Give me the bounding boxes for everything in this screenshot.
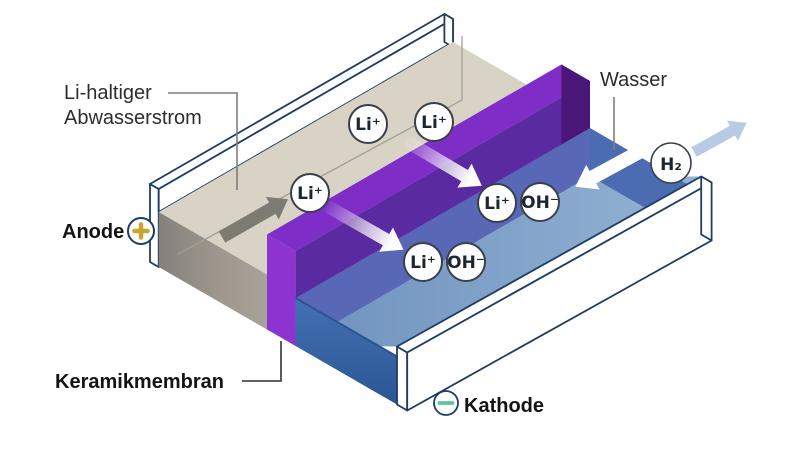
flow-direction-arrow [218, 196, 288, 243]
water-over-membrane-band [295, 128, 590, 346]
h2-outlet-arrow [691, 120, 747, 157]
anode-wall-right-cap [443, 13, 454, 48]
li-ion-label: Li⁺ [410, 253, 436, 273]
label-cathode: Kathode [464, 395, 544, 417]
label-li-stream-line1: Li-haltiger [64, 82, 152, 104]
plus-icon [127, 217, 155, 245]
lioh-pair: Li⁺ OH⁻ [477, 182, 560, 223]
water-surface [295, 176, 701, 347]
li-transport-arrow-1 [402, 135, 482, 188]
water-front-top-edge [295, 297, 398, 358]
membrane-front-cap [267, 234, 296, 346]
li-ion-label: Li⁺ [421, 113, 447, 133]
cathode-wall-left-cap [396, 345, 409, 412]
oh-ion-circle [446, 242, 486, 282]
li-ion-circle [403, 242, 443, 282]
label-membrane: Keramikmembran [55, 371, 224, 393]
oh-ion-label: OH⁻ [521, 193, 559, 213]
h2-gas-circle [650, 142, 692, 184]
li-ion-bubble: Li⁺ [290, 173, 330, 213]
oh-ion-circle [520, 182, 560, 222]
h2-gas-bubble: H₂ [650, 142, 692, 184]
li-ion-label: Li⁺ [355, 115, 381, 135]
water-channel [295, 128, 701, 405]
h2-gas-label: H₂ [660, 155, 682, 175]
li-ion-circle [290, 173, 330, 213]
oh-ion-label: OH⁻ [447, 253, 485, 273]
li-transport-arrow-2 [323, 200, 404, 252]
water-inlet-arrow [575, 143, 647, 190]
li-ion-circle [477, 183, 517, 223]
cathode-wall-right-cap [700, 175, 713, 242]
lioh-pair: Li⁺ OH⁻ [403, 242, 486, 282]
label-water: Wasser [600, 69, 667, 91]
li-ion-circle [348, 104, 388, 144]
water-front-face [295, 298, 397, 405]
label-anode: Anode [62, 221, 124, 243]
li-ion-label: Li⁺ [484, 194, 510, 214]
leader-line-membrane [242, 341, 282, 382]
anode-wall [149, 13, 454, 268]
cathode-wall [396, 175, 713, 412]
li-ion-label: Li⁺ [297, 184, 323, 204]
leader-line-li-stream [168, 92, 238, 190]
wastewater-front-face [158, 212, 267, 330]
label-li-stream-line2: Abwasserstrom [64, 107, 202, 129]
minus-icon [433, 390, 459, 416]
li-ion-bubble: Li⁺ [348, 104, 388, 144]
li-ion-bubble: Li⁺ [414, 102, 454, 142]
li-ion-circle [414, 102, 454, 142]
plus-icon-glyph [132, 222, 150, 240]
